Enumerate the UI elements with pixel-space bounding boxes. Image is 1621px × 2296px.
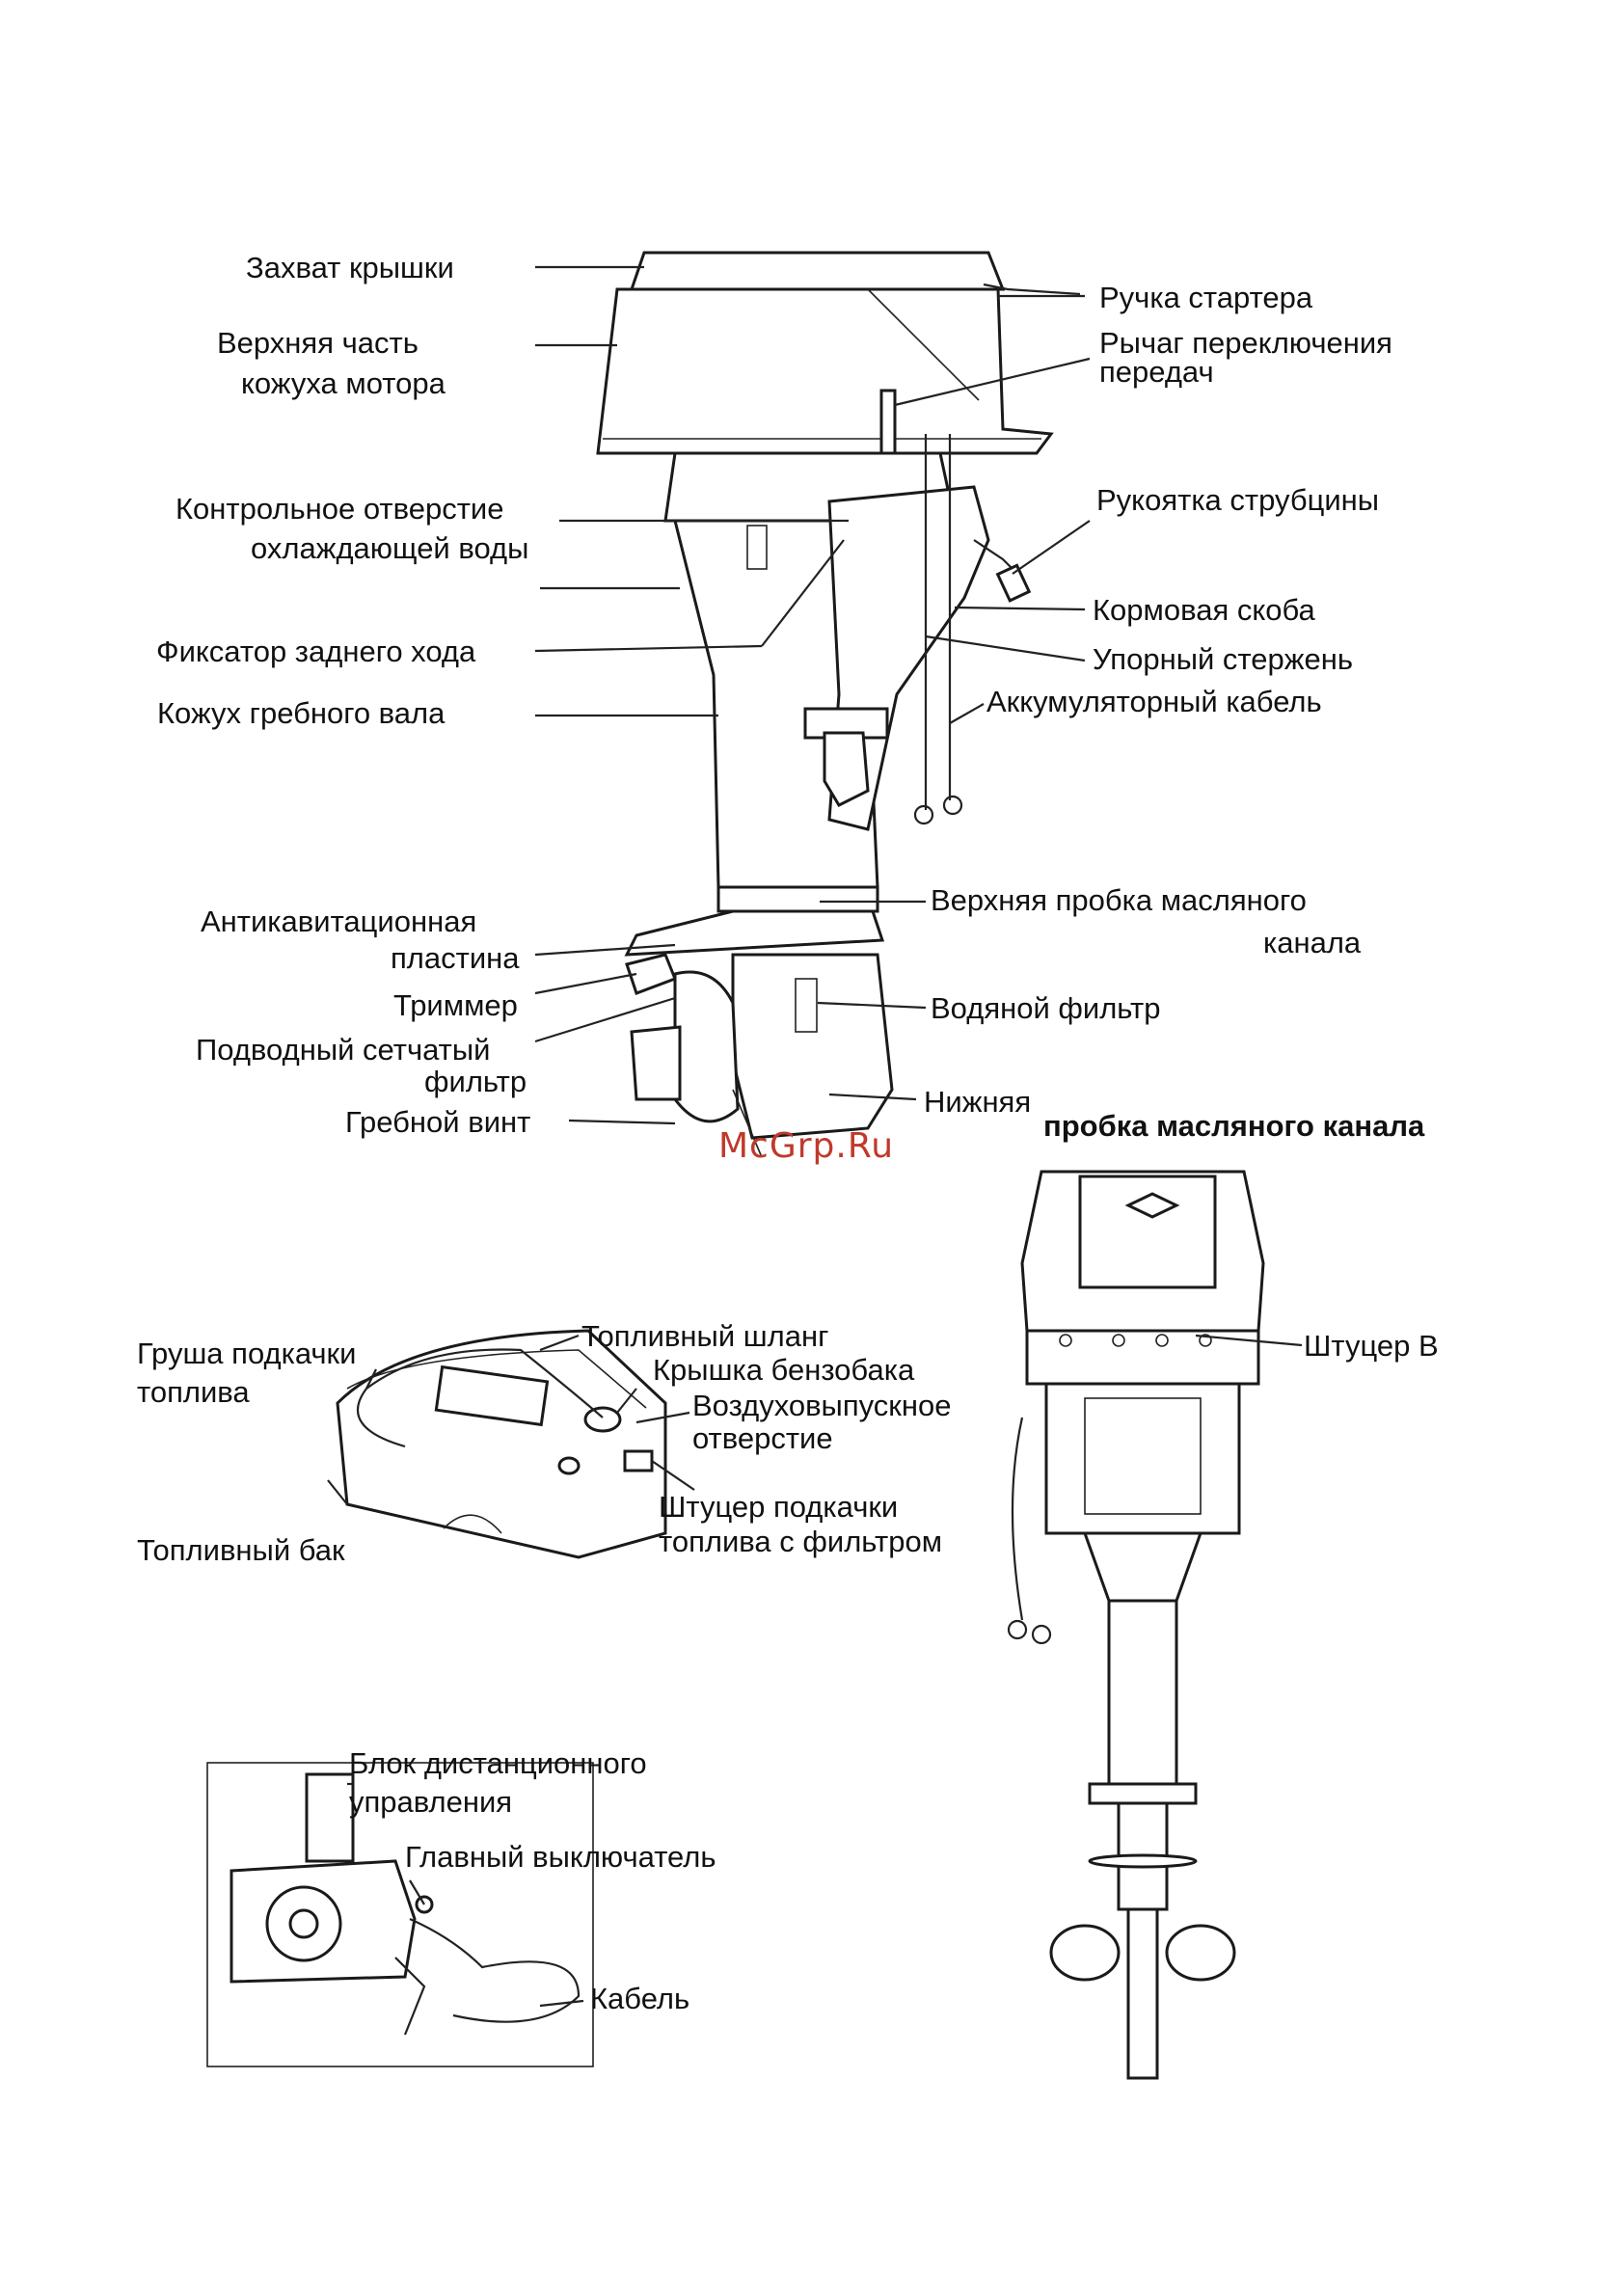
label-reverse-lock: Фиксатор заднего хода [156, 635, 476, 668]
label-fuel-hose: Топливный шланг [581, 1319, 829, 1353]
watermark: McGrp.Ru [718, 1126, 895, 1166]
label-thrust-rod: Упорный стержень [1093, 642, 1353, 676]
label-upper-cover-line1: Верхняя часть [217, 326, 419, 360]
outboard-motor-side-view [596, 251, 1081, 1158]
label-lower-oil-plug-line2: пробка масляного канала [1043, 1109, 1425, 1143]
label-vent-line1: Воздуховыпускное [692, 1389, 952, 1422]
label-tank-cap: Крышка бензобака [653, 1353, 915, 1387]
label-anticavitation-line1: Антикавитационная [201, 905, 477, 938]
label-starter-handle: Ручка стартера [1099, 281, 1313, 314]
label-control-hole-line2: охлаждающей воды [251, 531, 529, 565]
label-remote-box-line1: Блок дистанционного [349, 1746, 647, 1780]
label-main-switch: Главный выключатель [405, 1840, 716, 1874]
fuel-tank-drawing [336, 1329, 667, 1559]
label-stern-bracket: Кормовая скоба [1093, 593, 1315, 627]
label-lower-oil-plug-line1: Нижняя [924, 1085, 1032, 1119]
label-shift-lever-line1: Рычаг переключения [1099, 326, 1392, 360]
label-upper-cover-line2: кожуха мотора [241, 366, 446, 400]
label-water-filter: Водяной фильтр [931, 991, 1161, 1025]
label-upper-oil-plug-line2: канала [1263, 926, 1362, 959]
label-shift-lever-line2: передач [1099, 355, 1214, 389]
label-vent-line2: отверстие [692, 1421, 833, 1455]
label-propeller: Гребной винт [345, 1105, 531, 1139]
label-clamp-handle: Рукоятка струбцины [1096, 483, 1380, 517]
label-trimmer: Триммер [393, 988, 518, 1022]
label-cable: Кабель [590, 1982, 690, 2015]
label-strainer-line1: Подводный сетчатый [196, 1033, 491, 1067]
label-primer-bulb-line1: Груша подкачки [137, 1337, 357, 1370]
label-cover-grip: Захват крышки [246, 251, 454, 284]
label-remote-box-line2: управления [349, 1785, 513, 1819]
label-fitting-b: Штуцер В [1304, 1329, 1439, 1363]
label-upper-oil-plug-line1: Верхняя пробка масляного [931, 883, 1307, 917]
label-primer-fitting-line2: топлива с фильтром [659, 1525, 943, 1558]
outboard-motor-rear-view [1007, 1170, 1265, 2080]
leader-lines [327, 265, 1303, 2008]
label-battery-cable: Аккумуляторный кабель [986, 685, 1322, 718]
label-control-hole-line1: Контрольное отверстие [176, 492, 504, 526]
label-shaft-housing: Кожух гребного вала [157, 696, 446, 730]
label-fuel-tank: Топливный бак [137, 1533, 345, 1567]
label-primer-bulb-line2: топлива [137, 1375, 250, 1409]
label-strainer-line2: фильтр [424, 1065, 527, 1098]
remote-control-box-drawing [206, 1762, 594, 2067]
label-anticavitation-line2: пластина [391, 941, 520, 975]
label-primer-fitting-line1: Штуцер подкачки [659, 1490, 899, 1524]
